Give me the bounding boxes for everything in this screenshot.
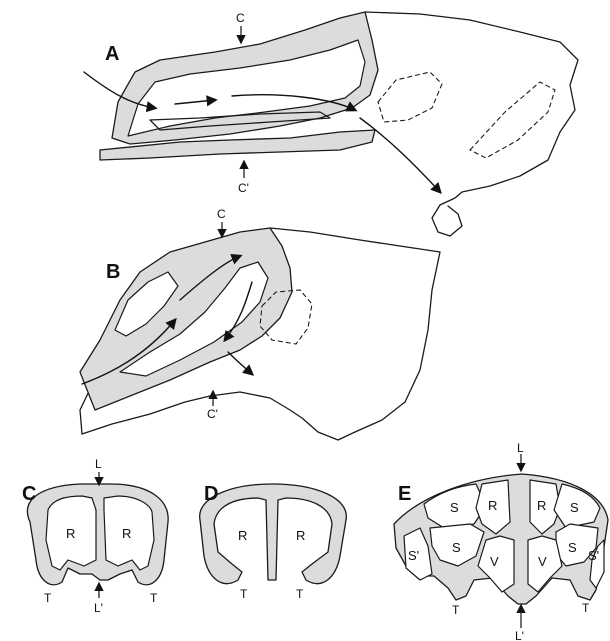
panel-a-cprime-label: C': [238, 181, 249, 195]
panel-b-cprime-label: C': [207, 407, 218, 421]
panel-b: B C C': [80, 207, 440, 440]
panel-e-cell-s4-label: S: [568, 540, 577, 555]
panel-e-label: E: [398, 483, 411, 505]
panel-a-airflow-arrow-4: [360, 118, 440, 192]
panel-e-cell-sprime-left-label: S': [408, 548, 419, 563]
panel-c-label: C: [22, 483, 36, 505]
panel-d-cell-r-left: R: [238, 528, 247, 543]
panel-d-tip-left: T: [240, 587, 248, 601]
panel-d-section: [200, 484, 347, 584]
panel-d: D R R T T: [200, 483, 347, 601]
panel-c-tip-right: T: [150, 591, 158, 605]
panel-c-tip-left: T: [44, 591, 52, 605]
panel-e: E L L' S R R S S S S' S' V V T T: [394, 441, 608, 641]
panel-c-l-label: L: [95, 457, 102, 471]
panel-a-c-label: C: [236, 11, 245, 25]
panel-e-cell-r1-label: R: [488, 498, 497, 513]
panel-e-cell-v-right-label: V: [538, 554, 547, 569]
panel-a: A C C': [84, 11, 578, 236]
panel-e-lprime-label: L': [515, 629, 524, 641]
panel-e-cell-s3-label: S: [452, 540, 461, 555]
panel-d-label: D: [204, 483, 218, 505]
panel-b-airflow-arrow-4: [228, 352, 252, 374]
panel-e-cell-s2-label: S: [570, 500, 579, 515]
panel-e-cell-s1-label: S: [450, 500, 459, 515]
panel-e-cell-r2-label: R: [537, 498, 546, 513]
panel-c-lprime-label: L': [94, 601, 103, 615]
panel-e-cell-v-left-label: V: [490, 554, 499, 569]
panel-c: C L L' R R T T: [22, 457, 168, 615]
panel-a-label: A: [105, 43, 119, 65]
panel-c-cell-r-right: R: [122, 526, 131, 541]
panel-b-label: B: [106, 261, 120, 283]
panel-e-tip-right: T: [582, 601, 590, 615]
panel-d-cell-r-right: R: [296, 528, 305, 543]
panel-a-dashed-region: [470, 82, 555, 158]
panel-e-l-label: L: [517, 441, 524, 455]
panel-e-tip-left: T: [452, 603, 460, 617]
panel-c-cell-r-left: R: [66, 526, 75, 541]
panel-e-cell-sprime-right-label: S': [588, 548, 599, 563]
panel-b-c-label: C: [217, 207, 226, 221]
panel-d-tip-right: T: [296, 587, 304, 601]
panel-a-dashed-orbit: [378, 72, 442, 122]
panel-a-skull-outline: [365, 12, 578, 236]
